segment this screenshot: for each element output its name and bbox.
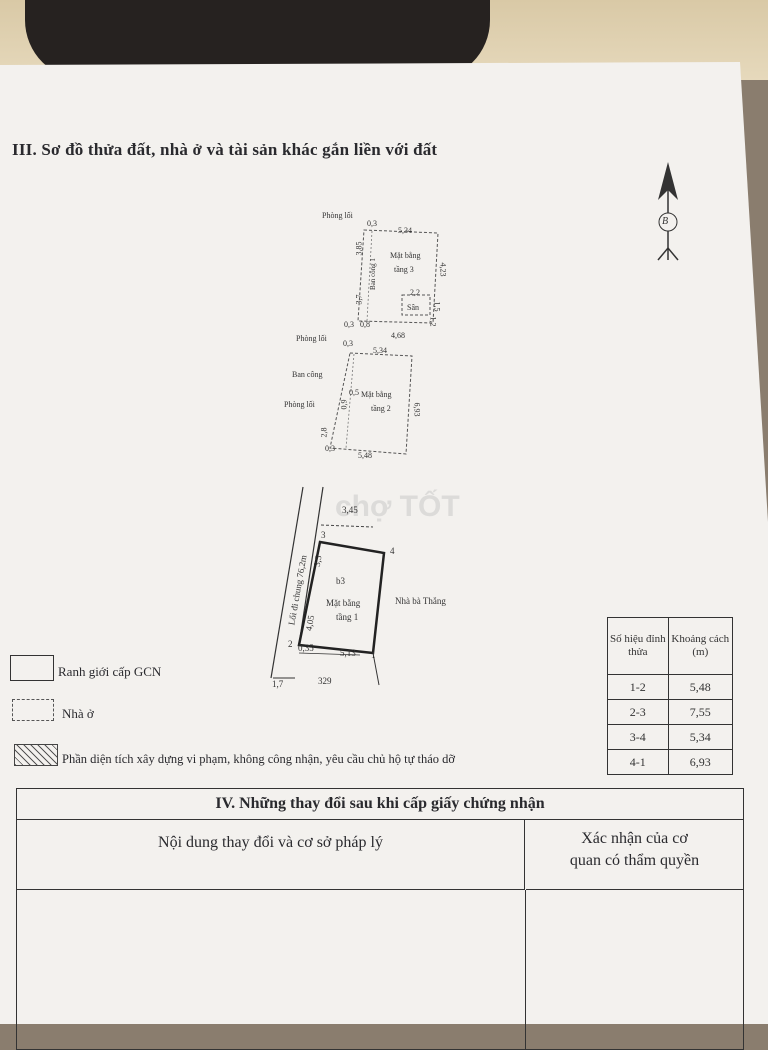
table-row: 3-4 5,34 bbox=[607, 724, 734, 750]
table-cell-distance: 7,55 bbox=[667, 699, 734, 725]
table-row: 4-1 6,93 bbox=[607, 749, 734, 775]
floor1-dim-top: 3,45 bbox=[342, 505, 358, 515]
floor1-lot-below: 329 bbox=[318, 676, 332, 686]
floor3-dim-san-h: 1,2 bbox=[428, 316, 438, 327]
legend-label-violation: Phần diện tích xây dựng vi phạm, không c… bbox=[62, 752, 455, 766]
floor3-dim-right: 4,23 bbox=[438, 262, 448, 277]
table-cell-edge: 1-2 bbox=[607, 674, 669, 700]
floor1-plan bbox=[270, 486, 386, 686]
table-cell-edge: 2-3 bbox=[607, 699, 669, 725]
floor3-plan bbox=[357, 229, 439, 324]
floor3-dim-left-lower: 3,7 bbox=[354, 294, 364, 305]
floor1-dim-bottom: 5,13 bbox=[340, 648, 356, 658]
watermark: chợ TỐT bbox=[335, 490, 460, 523]
vertex-1: 1 bbox=[371, 650, 376, 660]
floor3-label-1: Mặt bằng bbox=[390, 251, 421, 260]
floor3-dim-left-upper: 3,85 bbox=[354, 241, 364, 256]
legend-label-house: Nhà ở bbox=[62, 706, 94, 721]
floor3-dim-top-left: 0,3 bbox=[367, 219, 377, 228]
floor1-label-1: Mặt bằng bbox=[326, 598, 361, 608]
vertex-4: 4 bbox=[390, 546, 395, 556]
vertex-2: 2 bbox=[288, 639, 293, 649]
floor3-dim-san-w: 2,2 bbox=[410, 288, 420, 297]
floor2-dim-bottom: 5,48 bbox=[358, 451, 372, 460]
floor2-phong-loi-top: Phòng lối bbox=[296, 334, 327, 343]
floor1-dim-corner: 0,35 bbox=[298, 643, 314, 653]
north-arrow-icon bbox=[657, 162, 679, 261]
floor2-dim-right: 6,93 bbox=[412, 402, 422, 417]
floor3-dim-bottom: 4,68 bbox=[391, 331, 405, 340]
legend-swatch-house bbox=[12, 699, 54, 721]
floor3-phong-loi: Phòng lối bbox=[322, 211, 353, 220]
document-page bbox=[0, 62, 768, 1024]
section4-col1-header: Nội dung thay đổi và cơ sở pháp lý bbox=[17, 820, 525, 890]
floor2-dim-left-c: 0,5 bbox=[349, 388, 359, 397]
section4-col2-line1: Xác nhận của cơ bbox=[581, 830, 688, 847]
table-header-vertex: Số hiệu đỉnh thửa bbox=[607, 617, 669, 675]
table-cell-distance: 5,48 bbox=[667, 674, 734, 700]
floor1-label-2: tầng 1 bbox=[336, 612, 359, 622]
section4-divider bbox=[525, 890, 526, 1050]
floor2-plan bbox=[329, 352, 413, 455]
legend-label-boundary: Ranh giới cấp GCN bbox=[58, 664, 162, 679]
distance-table: Số hiệu đỉnh thửa Khoảng cách (m) 1-2 5,… bbox=[607, 617, 734, 775]
section4-col2-line2: quan có thẩm quyền bbox=[569, 852, 700, 869]
table-row: 2-3 7,55 bbox=[607, 699, 734, 725]
floor2-label-2: tầng 2 bbox=[371, 404, 391, 413]
section4-col2-header: Xác nhận của cơ quan có thẩm quyền bbox=[526, 820, 743, 890]
table-header-distance: Khoảng cách (m) bbox=[667, 617, 734, 675]
floor3-dim-bottom-left: 0,3 bbox=[344, 320, 354, 329]
floor3-ban-cong: Ban công 1 bbox=[368, 258, 377, 290]
floor2-dim-top: 5,34 bbox=[373, 346, 387, 355]
floor2-dim-bottom-left: 0,3 bbox=[325, 444, 335, 453]
section4-table: IV. Những thay đổi sau khi cấp giấy chứn… bbox=[16, 788, 744, 1050]
floor3-dim-top: 5,34 bbox=[398, 226, 412, 235]
floor2-label-1: Mặt bằng bbox=[361, 390, 392, 399]
table-row: 1-2 5,48 bbox=[607, 674, 734, 700]
floor2-dim-left-b: 2,8 bbox=[319, 427, 329, 438]
floor1-parcel-no: b3 bbox=[336, 576, 345, 586]
floor3-label-2: tầng 3 bbox=[394, 265, 414, 274]
compass-label: B bbox=[662, 216, 669, 227]
floor1-neighbor: Nhà bà Thắng bbox=[395, 596, 446, 606]
floor2-phong-loi-bottom: Phòng lối bbox=[284, 400, 315, 409]
legend-swatch-boundary bbox=[10, 655, 54, 681]
floor1-road-width: 1,7 bbox=[272, 679, 284, 689]
floor2-dim-left-a: 0,9 bbox=[339, 399, 349, 410]
floor1-dim-left-b: 3,5 bbox=[311, 554, 324, 568]
table-cell-distance: 6,93 bbox=[667, 749, 734, 775]
floor2-ban-cong: Ban công bbox=[292, 370, 323, 379]
legend-swatch-violation bbox=[14, 744, 58, 766]
section4-title: IV. Những thay đổi sau khi cấp giấy chứn… bbox=[17, 789, 743, 820]
floor2-dim-top-left: 0,3 bbox=[343, 339, 353, 348]
table-cell-edge: 3-4 bbox=[607, 724, 669, 750]
section3-title: III. Sơ đồ thửa đất, nhà ở và tài sản kh… bbox=[12, 140, 438, 159]
table-cell-distance: 5,34 bbox=[667, 724, 734, 750]
floor3-san: Sân bbox=[407, 303, 419, 312]
floor3-dim-san-h2: 1,5 bbox=[432, 301, 442, 312]
floor3-dim-bottom-left2: 0,8 bbox=[360, 320, 370, 329]
table-cell-edge: 4-1 bbox=[607, 749, 669, 775]
vertex-3: 3 bbox=[321, 530, 326, 540]
